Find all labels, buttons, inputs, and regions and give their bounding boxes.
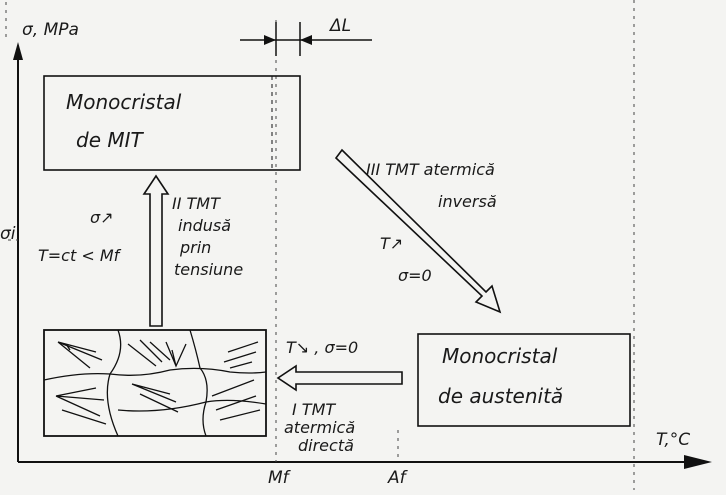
austenite-box-title: Monocristal	[442, 344, 558, 368]
mit-box-title: Monocristal	[66, 90, 182, 114]
austenite-box-subtitle: de austenită	[438, 384, 564, 408]
axes	[13, 42, 712, 469]
tmt-ii-line3: prin	[180, 238, 212, 257]
tmt-ii-line2: indusă	[178, 216, 232, 235]
tmt-iii-arrow	[334, 148, 502, 314]
tmt-i-subtitle-2: directă	[298, 436, 354, 455]
x-axis-label: T,°C	[656, 430, 691, 450]
delta-l-dimension	[240, 22, 372, 56]
tmt-ii-line4: tensiune	[174, 260, 244, 279]
mit-box-subtitle: de MIT	[76, 128, 143, 152]
tmt-ii-arrow	[142, 174, 170, 327]
tmt-i-conditions: T↘ , σ=0	[286, 338, 359, 357]
mit-monocrystal-box	[43, 75, 301, 171]
tmt-ii-condition: T=ct < Mf	[38, 246, 120, 265]
tmt-i-arrow	[276, 364, 403, 392]
reference-lines	[5, 0, 635, 490]
tmt-i-label: I TMT	[292, 400, 336, 419]
x-axis-tick-mf: Mf	[268, 468, 289, 488]
y-axis-label: σ, MPa	[22, 20, 79, 40]
tmt-iii-stress-condition: σ=0	[398, 266, 432, 285]
delta-l-label: ΔL	[330, 16, 352, 36]
x-axis-tick-af: Af	[388, 468, 406, 488]
y-axis-arrowhead	[13, 42, 23, 60]
austenite-monocrystal-box	[417, 333, 631, 427]
x-axis-arrowhead	[684, 455, 712, 469]
tmt-ii-label: II TMT	[172, 194, 220, 213]
tmt-i-subtitle: atermică	[284, 418, 356, 437]
tmt-iii-label: III TMT atermică	[366, 160, 495, 179]
tmt-iii-temp-condition: T↗	[380, 234, 404, 253]
tmt-ii-stress: σ↗	[90, 208, 114, 227]
tmt-iii-subtitle: inversă	[438, 192, 497, 211]
y-axis-tick-sigma-i: σi	[0, 224, 16, 244]
polycrystal-box	[43, 329, 267, 437]
